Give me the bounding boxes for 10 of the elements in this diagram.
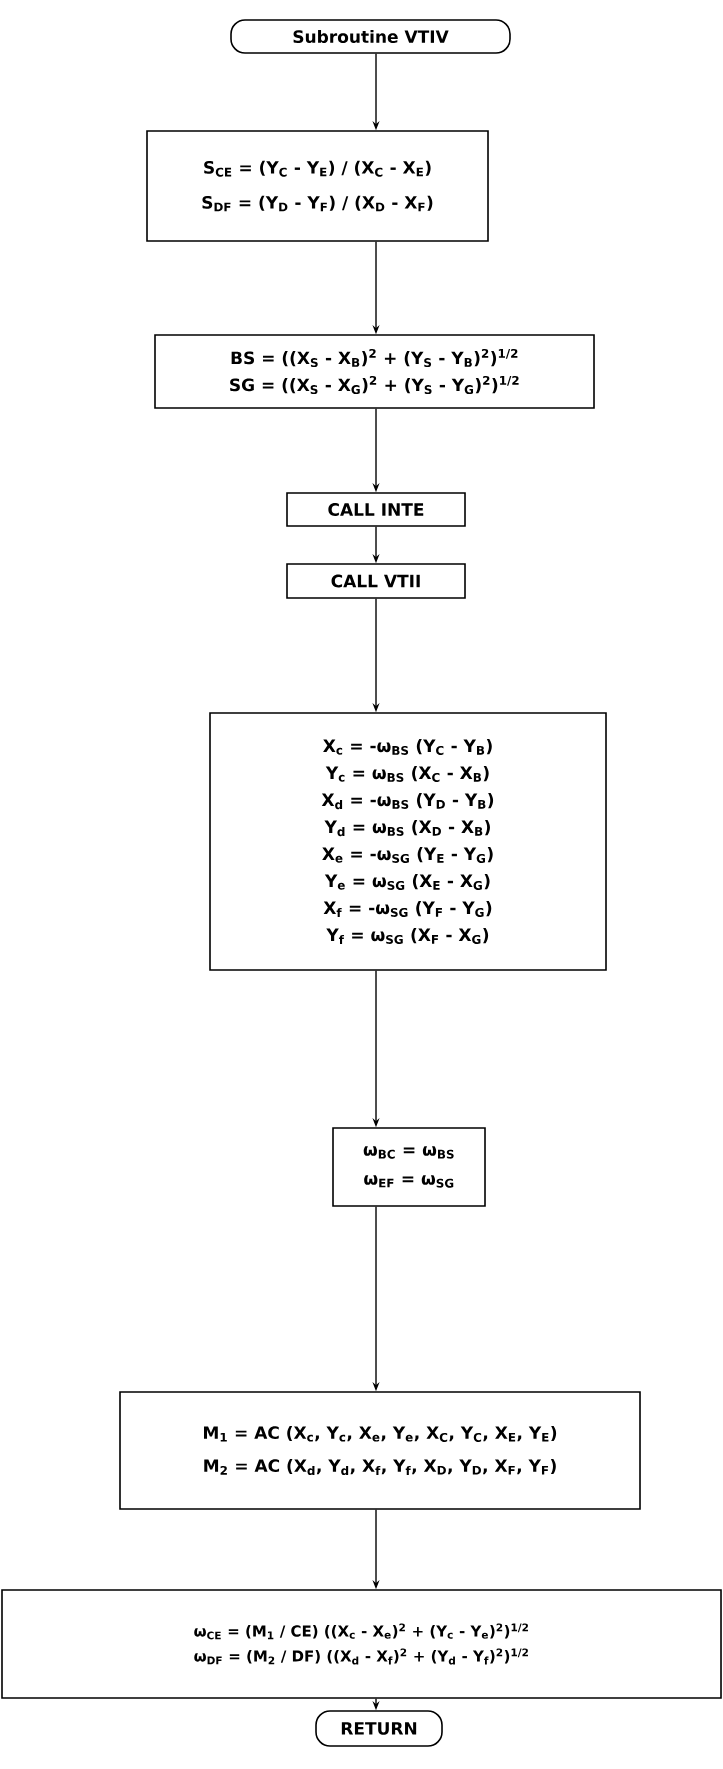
process-box: BS = ((X$_{S}$ - X$_{B}$)$^{2}$ + (Y$_{S}$ - Y$_{B}$)$^{2}$)$^{1/2}$ SG = ((X$_{S}$ - X$_{G}$)$^{2}$ + (Y$_{S}$ - Y$_{G}$)$^{2}$)$^{1/2}$ <box>154 334 595 409</box>
process-box: ω$_{BC}$ = ω$_{BS}$ ω$_{EF}$ = ω$_{SG}$ <box>332 1127 486 1207</box>
process-box: ω$_{CE}$ = (M$_{1}$ / CE) ((X$_{c}$ - X$_{e}$)$^{2}$ + (Y$_{c}$ - Y$_{e}$)$^{2}$)$^{1/2}$ ω$_{DF}$ = (M$_{2}$ / DF) ((X$_{d}$ - X$_{f}$)$^{2}$ + (Y$_{d}$ - Y$_{f}$)$^{2}$)$^{1/2}$ <box>1 1589 722 1699</box>
process-box: S$_{CE}$ = (Y$_{C}$ - Y$_{E}$) / (X$_{C}$ - X$_{E}$) S$_{DF}$ = (Y$_{D}$ - Y$_{F}$) / (X$_{D}$ - X$_{F}$) <box>146 130 489 242</box>
process-box: CALL VTII <box>286 563 466 599</box>
process-box: CALL INTE <box>286 492 466 527</box>
terminal-box: RETURN <box>315 1710 443 1747</box>
terminal-box: Subroutine VTIV <box>230 19 511 54</box>
process-box: X$_{c}$ = -ω$_{BS}$ (Y$_{C}$ - Y$_{B}$) Y$_{c}$ = ω$_{BS}$ (X$_{C}$ - X$_{B}$) X$_{d}$ = -ω$_{BS}$ (Y$_{D}$ - Y$_{B}$) Y$_{d}$ = ω$_{BS}$ (X$_{D}$ - X$_{B}$) X$_{e}$ = -ω$_{SG}$ (Y$_{E}$ - Y$_{G}$) Y$_{e}$ = ω$_{SG}$ (X$_{E}$ - X$_{G}$) X$_{f}$ = -ω$_{SG}$ (Y$_{F}$ - Y$_{G}$) Y$_{f}$ = ω$_{SG}$ (X$_{F}$ - X$_{G}$) <box>209 712 607 971</box>
process-box: M$_{1}$ = AC (X$_{c}$, Y$_{c}$, X$_{e}$, Y$_{e}$, X$_{C}$, Y$_{C}$, X$_{E}$, Y$_{E}$) M$_{2}$ = AC (X$_{d}$, Y$_{d}$, X$_{f}$, Y$_{f}$, X$_{D}$, Y$_{D}$, X$_{F}$, Y$_{F}$) <box>119 1391 641 1510</box>
